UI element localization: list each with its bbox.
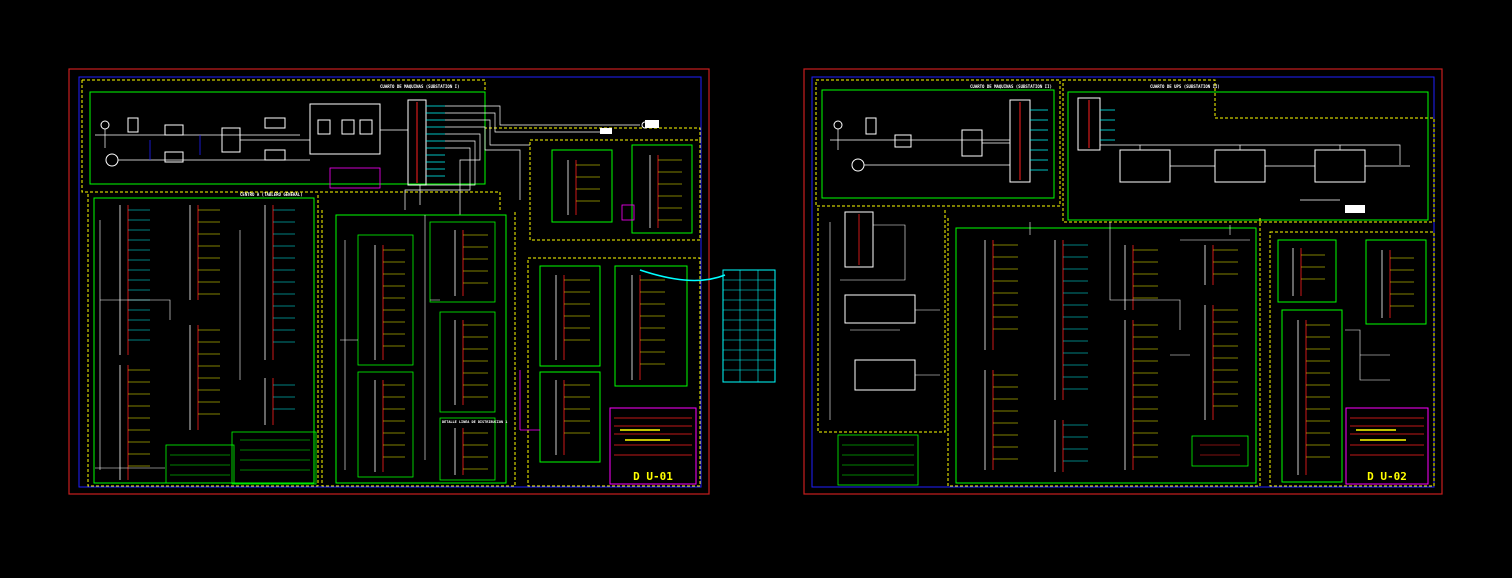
- section-title: DETALLE LINEA DE DISTRIBUCION 1: [442, 420, 507, 424]
- distribution-zone-2: [947, 218, 1261, 487]
- ups-zone: CUARTO DE UPS (SUBSTATION II): [1062, 79, 1435, 223]
- distribution-zone-1: DETALLE LINEA DE DISTRIBUCION 1: [321, 210, 516, 487]
- section-title: CUARTO DE MAQUINAS (SUBSTATION I): [380, 84, 459, 89]
- section-title: CUARTO DE UPS (SUBSTATION II): [1150, 84, 1220, 89]
- panel-zone-right-2: D U-02: [1269, 231, 1435, 487]
- sheet-code: D U-01: [633, 470, 673, 483]
- ups-detail-zone: [817, 208, 946, 486]
- legend-table: [722, 269, 776, 383]
- center-a-zone: CENTRO A (TABLERO GENERAL): [87, 192, 319, 487]
- panel-zone-upper-right-1: [529, 139, 701, 241]
- substation-zone-1: CUARTO DE MAQUINAS (SUBSTATION I): [81, 79, 701, 215]
- section-title: CUARTO DE MAQUINAS (SUBSTATION II): [970, 84, 1052, 89]
- panel-zone-lower-right-1: D U-01: [519, 257, 726, 487]
- sheet-2: CUARTO DE MAQUINAS (SUBSTATION II) CUART…: [803, 68, 1443, 495]
- sheet-code: D U-02: [1367, 470, 1407, 483]
- sheet-1: CUARTO DE MAQUINAS (SUBSTATION I): [68, 68, 776, 495]
- section-title: CENTRO A (TABLERO GENERAL): [240, 192, 303, 197]
- substation-zone-2: CUARTO DE MAQUINAS (SUBSTATION II): [815, 79, 1061, 207]
